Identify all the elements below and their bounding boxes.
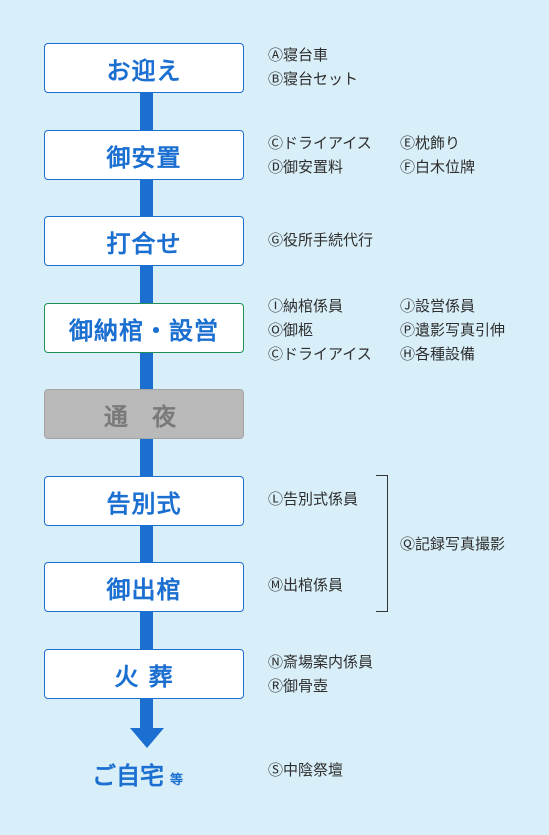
item-d: Ⓓ御安置料 xyxy=(268,158,344,176)
item-l: Ⓛ告別式係員 xyxy=(268,490,359,508)
item-n: Ⓝ斎場案内係員 xyxy=(268,653,374,671)
item-c: Ⓒドライアイス xyxy=(268,134,372,152)
destination-text: ご自宅 xyxy=(92,762,164,790)
item-h: Ⓗ各種設備 xyxy=(400,345,476,363)
step-kasou: 火 葬 xyxy=(44,649,244,699)
destination-label: ご自宅等 xyxy=(92,756,183,791)
item-m: Ⓜ出棺係員 xyxy=(268,576,344,594)
item-f: Ⓕ白木位牌 xyxy=(400,158,476,176)
item-b: Ⓑ寝台セット xyxy=(268,70,359,88)
item-j: Ⓙ設営係員 xyxy=(400,297,476,315)
item-p: Ⓟ遺影写真引伸 xyxy=(400,321,506,339)
bracket-connector xyxy=(376,475,388,612)
step-uchiawase: 打合せ xyxy=(44,216,244,266)
item-g: Ⓖ役所手続代行 xyxy=(268,231,374,249)
item-i: Ⓘ納棺係員 xyxy=(268,297,344,315)
step-gonoukan-setsuei: 御納棺・設営 xyxy=(44,303,244,353)
item-s: Ⓢ中陰祭壇 xyxy=(268,761,344,779)
item-c2: Ⓒドライアイス xyxy=(268,345,372,363)
item-o: Ⓞ御柩 xyxy=(268,321,314,339)
destination-suffix: 等 xyxy=(170,773,184,788)
item-r: Ⓡ御骨壺 xyxy=(268,677,329,695)
flow-arrow-down-icon xyxy=(130,728,164,748)
item-a: Ⓐ寝台車 xyxy=(268,46,329,64)
step-kokubetsushiki: 告別式 xyxy=(44,476,244,526)
step-omukae: お迎え xyxy=(44,43,244,93)
item-e: Ⓔ枕飾り xyxy=(400,134,461,152)
step-tsuya: 通 夜 xyxy=(44,389,244,439)
step-goshukkan: 御出棺 xyxy=(44,562,244,612)
item-q: Ⓠ記録写真撮影 xyxy=(400,535,506,553)
step-goanchi: 御安置 xyxy=(44,130,244,180)
